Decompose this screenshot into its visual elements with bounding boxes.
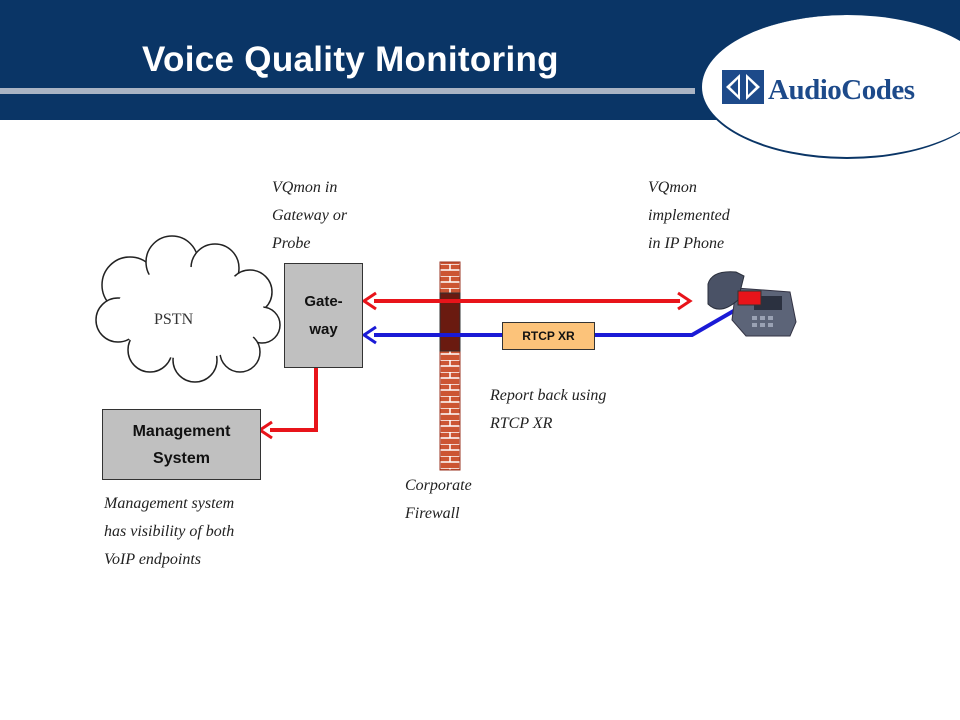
management-label-line-2: System bbox=[153, 449, 210, 467]
logo-wordmark: AudioCodes bbox=[768, 74, 915, 106]
note-vqmon-phone: VQmon implemented in IP Phone bbox=[648, 174, 730, 258]
red-media-arrow bbox=[361, 291, 693, 311]
note-line: Report back using bbox=[490, 387, 607, 404]
firewall-icon bbox=[439, 261, 461, 471]
gateway-label-line-2: way bbox=[309, 320, 338, 338]
audiocodes-logo-icon bbox=[722, 70, 764, 104]
note-line: Management system bbox=[104, 495, 235, 512]
management-label-line-1: Management bbox=[132, 422, 231, 440]
slide-title: Voice Quality Monitoring bbox=[142, 40, 559, 79]
gateway-to-management-arrow bbox=[257, 368, 318, 440]
pstn-label: PSTN bbox=[154, 311, 194, 328]
note-firewall: Corporate Firewall bbox=[405, 472, 472, 528]
note-line: VoIP endpoints bbox=[104, 551, 202, 568]
gateway-box: Gate- way bbox=[284, 263, 363, 368]
note-line: RTCP XR bbox=[490, 415, 553, 432]
note-line: Corporate bbox=[405, 477, 472, 494]
note-vqmon-gateway: VQmon in Gateway or Probe bbox=[272, 174, 347, 258]
note-line: Gateway or bbox=[272, 207, 348, 224]
gateway-label-line-1: Gate- bbox=[304, 292, 343, 310]
note-management-visibility: Management system has visibility of both… bbox=[104, 490, 234, 574]
header-divider bbox=[0, 88, 695, 94]
rtcp-xr-label: RTCP XR bbox=[502, 322, 595, 350]
note-line: implemented bbox=[648, 207, 730, 224]
note-line: VQmon bbox=[648, 179, 697, 196]
note-line: in IP Phone bbox=[648, 235, 725, 252]
note-line: has visibility of both bbox=[104, 523, 235, 540]
cloud-icon bbox=[95, 235, 281, 383]
note-line: Firewall bbox=[405, 505, 460, 522]
blue-report-arrow bbox=[361, 303, 745, 345]
management-system-box: Management System bbox=[102, 409, 261, 480]
note-line: Probe bbox=[272, 235, 311, 252]
note-line: VQmon in bbox=[272, 179, 338, 196]
note-report-back: Report back using RTCP XR bbox=[490, 382, 606, 438]
ip-phone-icon bbox=[707, 271, 797, 337]
